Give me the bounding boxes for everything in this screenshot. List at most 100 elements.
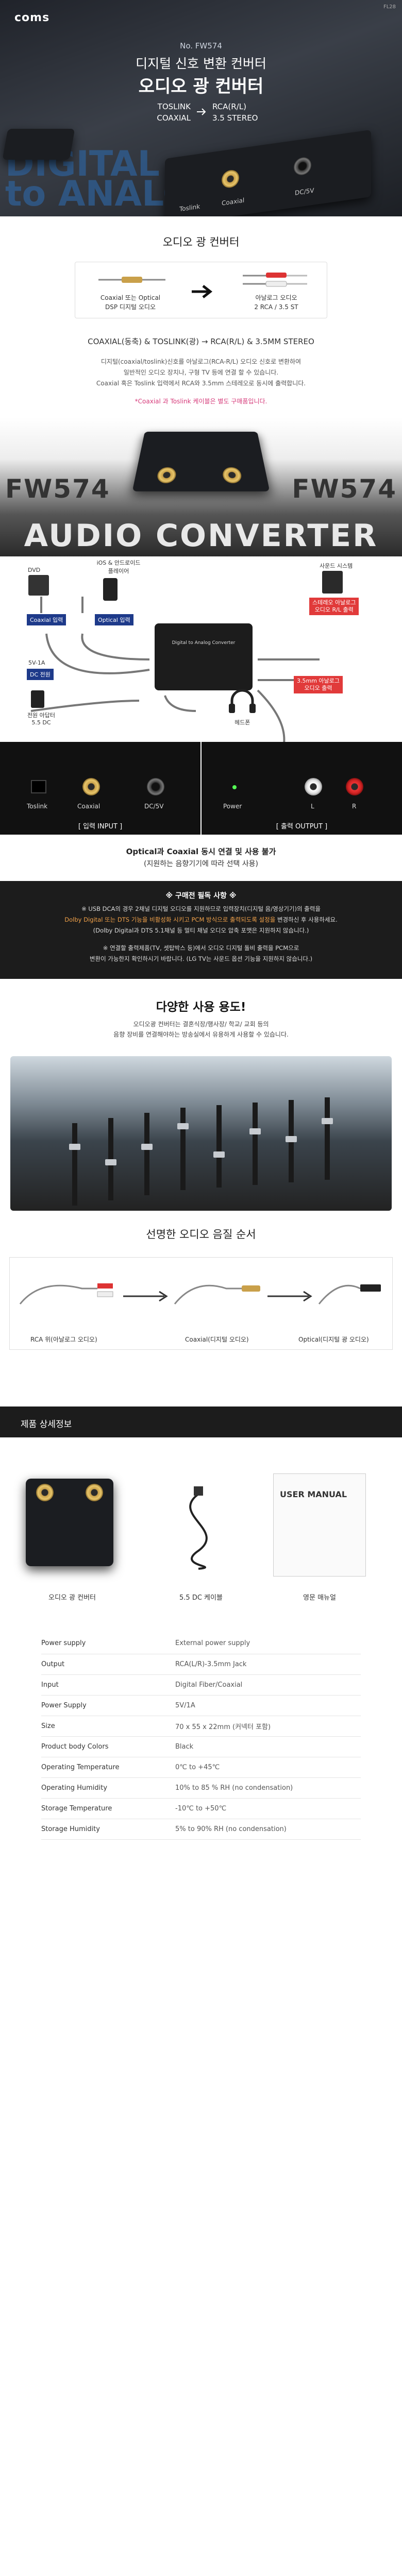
flow-left-line2: DSP 디지털 오디오 bbox=[105, 303, 156, 311]
notice-p2a: ※ 연결할 출력제품(TV, 셋탑박스 등)에서 오디오 디지털 돌비 출력을 … bbox=[103, 944, 299, 952]
product-image-small bbox=[2, 129, 75, 160]
usage-desc-line2: 음향 장비를 연결해야하는 방송실에서 유용하게 사용할 수 있습니다. bbox=[113, 1031, 289, 1038]
spec-value: Digital Fiber/Coaxial bbox=[175, 1674, 361, 1696]
dc-power-tag: DC 전원 bbox=[27, 669, 54, 680]
dvd-label: DVD bbox=[28, 567, 41, 573]
audio-mixer-image bbox=[10, 1056, 392, 1211]
desc-line3: Coaxial 혹은 Toslink 입력에서 RCA와 3.5mm 스테레오로… bbox=[96, 380, 306, 387]
usage-title: 다양한 사용 용도! bbox=[156, 1001, 246, 1014]
port-name-coaxial: Coaxial bbox=[77, 803, 100, 810]
output-list: RCA(R/L) 3.5 STEREO bbox=[212, 101, 258, 124]
hero-title: 오디오 광 컨버터 bbox=[138, 76, 264, 97]
warning-title: Optical과 Coaxial 동시 연결 및 사용 불가 bbox=[126, 847, 276, 856]
output-rca: RCA(R/L) bbox=[212, 102, 246, 111]
mobile-label-line1: iOS & 안드로이드 bbox=[96, 560, 141, 566]
quality-order-arrows bbox=[19, 1283, 381, 1304]
warning-section: Optical과 Coaxial 동시 연결 및 사용 불가 (지원하는 음향기… bbox=[0, 840, 402, 1056]
rca-cable-icon bbox=[243, 273, 307, 287]
conversion-flow: Coaxial 또는 Optical DSP 디지털 오디오 아날로그 오디오 … bbox=[75, 262, 327, 318]
stereo-out-line2: 오디오 R/L 출력 bbox=[314, 606, 354, 613]
stereo-output-tag: 스테레오 아날로그 오디오 R/L 출력 bbox=[309, 598, 359, 615]
port-name-power: Power bbox=[223, 803, 242, 810]
spec-value: Black bbox=[175, 1736, 361, 1757]
mobile-label: iOS & 안드로이드 플레이어 bbox=[93, 558, 144, 575]
spec-value: 10% to 85 % RH (no condensation) bbox=[175, 1777, 361, 1799]
flow-right-line2: 2 RCA / 3.5 ST bbox=[254, 303, 298, 311]
item-dc-cable: 5.5 DC 케이블 bbox=[179, 1594, 223, 1602]
big-model-right: FW574 bbox=[292, 474, 397, 504]
output-stereo: 3.5 STEREO bbox=[212, 113, 258, 123]
item-converter: 오디오 광 컨버터 bbox=[48, 1594, 96, 1602]
spec-key: Operating Temperature bbox=[41, 1757, 175, 1778]
section-title: 오디오 광 컨버터 bbox=[162, 236, 240, 248]
order-step-optical: Optical(디지털 광 오디오) bbox=[298, 1336, 369, 1343]
svg-text:Digital to Analog Converter: Digital to Analog Converter bbox=[172, 640, 236, 646]
desc-line2: 일반적인 오디오 장치나, 구형 TV 등에 연결 할 수 있습니다. bbox=[123, 369, 279, 376]
fader-icon bbox=[249, 1103, 261, 1185]
port-label-toslink: Toslink bbox=[179, 202, 200, 213]
port-name-r: R bbox=[352, 803, 357, 810]
mm-out-line2: 오디오 출력 bbox=[304, 685, 332, 691]
rca-left-jack-icon bbox=[305, 778, 322, 795]
table-row: Storage Temperature-10℃ to +50℃ bbox=[41, 1798, 361, 1819]
usage-desc-line1: 오디오광 컨버터는 결혼식장/행사장/ 학교/ 교회 등의 bbox=[133, 1021, 269, 1028]
flow-output-label: 아날로그 오디오 2 RCA / 3.5 ST bbox=[230, 293, 323, 312]
quality-order-box: RCA 위(아날로그 오디오) Coaxial(디지털 오디오) Optical… bbox=[9, 1257, 393, 1350]
coaxial-jack-icon bbox=[222, 168, 239, 189]
spec-key: Input bbox=[41, 1674, 175, 1696]
product-image-top bbox=[132, 431, 270, 492]
mixer-photo-section bbox=[0, 1056, 402, 1221]
intro-section: 오디오 광 컨버터 Coaxial 또는 Optical DSP 디지털 오디오… bbox=[0, 216, 402, 556]
spec-value: External power supply bbox=[175, 1633, 361, 1654]
notice-p1-highlight-row: Dolby Digital 또는 DTS 기능을 비활성화 시키고 PCM 방식… bbox=[15, 914, 387, 925]
hero-banner: coms FL28 No. FW574 디지털 신호 변환 컨버터 오디오 광 … bbox=[0, 0, 402, 216]
notice-panel: ※ 구매전 필독 사항 ※ ※ USB DCA의 경우 2채널 디지털 오디오를… bbox=[0, 881, 402, 979]
dc-jack-icon bbox=[294, 156, 311, 176]
spec-key: Storage Temperature bbox=[41, 1798, 175, 1819]
fader-icon bbox=[213, 1105, 225, 1188]
mobile-label-line2: 플레이어 bbox=[108, 568, 129, 574]
notice-p2b: 변환이 가능한지 확인하시기 바랍니다. (LG TV는 사운드 옵션 기능을 … bbox=[89, 955, 313, 962]
spec-key: Size bbox=[41, 1716, 175, 1737]
spec-value: RCA(L/R)-3.5mm Jack bbox=[175, 1654, 361, 1675]
usage-desc: 오디오광 컨버터는 결혼식장/행사장/ 학교/ 교회 등의 음향 장비를 연결해… bbox=[72, 1019, 330, 1040]
arrow-right-icon bbox=[197, 108, 206, 115]
spec-key: Power supply bbox=[41, 1633, 175, 1654]
spec-value: 70 x 55 x 22mm (커넥터 포함) bbox=[175, 1716, 361, 1737]
speaker-label: 사운드 시스템 bbox=[320, 563, 353, 569]
mm-output-tag: 3.5mm 아날로그 오디오 출력 bbox=[294, 676, 343, 693]
spec-line: COAXIAL(동축) & TOSLINK(광) → RCA(R/L) & 3.… bbox=[88, 337, 314, 346]
spec-key: Power Supply bbox=[41, 1695, 175, 1716]
rca-jack-icon bbox=[36, 1484, 54, 1501]
hero-subtitle: 디지털 신호 변환 컨버터 bbox=[136, 56, 266, 71]
input-coaxial: COAXIAL bbox=[157, 113, 191, 123]
fader-icon bbox=[105, 1118, 116, 1200]
fader-icon bbox=[177, 1108, 189, 1190]
input-ports-panel: Toslink Coaxial DC/5V [ 입력 INPUT ] bbox=[0, 742, 200, 835]
input-toslink: TOSLINK bbox=[157, 102, 191, 111]
connection-lines: Digital to Analog Converter bbox=[30, 597, 320, 742]
stereo-out-line1: 스테레오 아날로그 bbox=[312, 599, 356, 606]
headphone-label: 헤드폰 bbox=[234, 719, 250, 726]
port-name-toslink: Toslink bbox=[27, 803, 48, 810]
dvd-player-icon bbox=[28, 575, 49, 596]
fader-icon bbox=[69, 1123, 80, 1206]
adapter-label-line2: 5.5 DC bbox=[31, 719, 51, 726]
adapter-label: 전원 아답터 5.5 DC bbox=[21, 711, 62, 726]
spec-key: Operating Humidity bbox=[41, 1777, 175, 1799]
rca-jack-icon bbox=[222, 467, 243, 483]
notice-heading: ※ 구매전 필독 사항 ※ bbox=[165, 892, 237, 900]
port-label-coaxial: Coaxial bbox=[222, 196, 245, 207]
description: 디지털(coaxial/toslink)신호를 아날로그(RCA-R/L) 오디… bbox=[46, 357, 356, 389]
product-showcase: FW574 FW574 AUDIO CONVERTER bbox=[0, 417, 402, 556]
fader-icon bbox=[286, 1100, 297, 1182]
notice-p1d: (Dolby Digital과 DTS 5.1채널 등 멀티 채널 오디오 압축… bbox=[93, 927, 309, 934]
dc-cable-icon bbox=[189, 1486, 208, 1570]
